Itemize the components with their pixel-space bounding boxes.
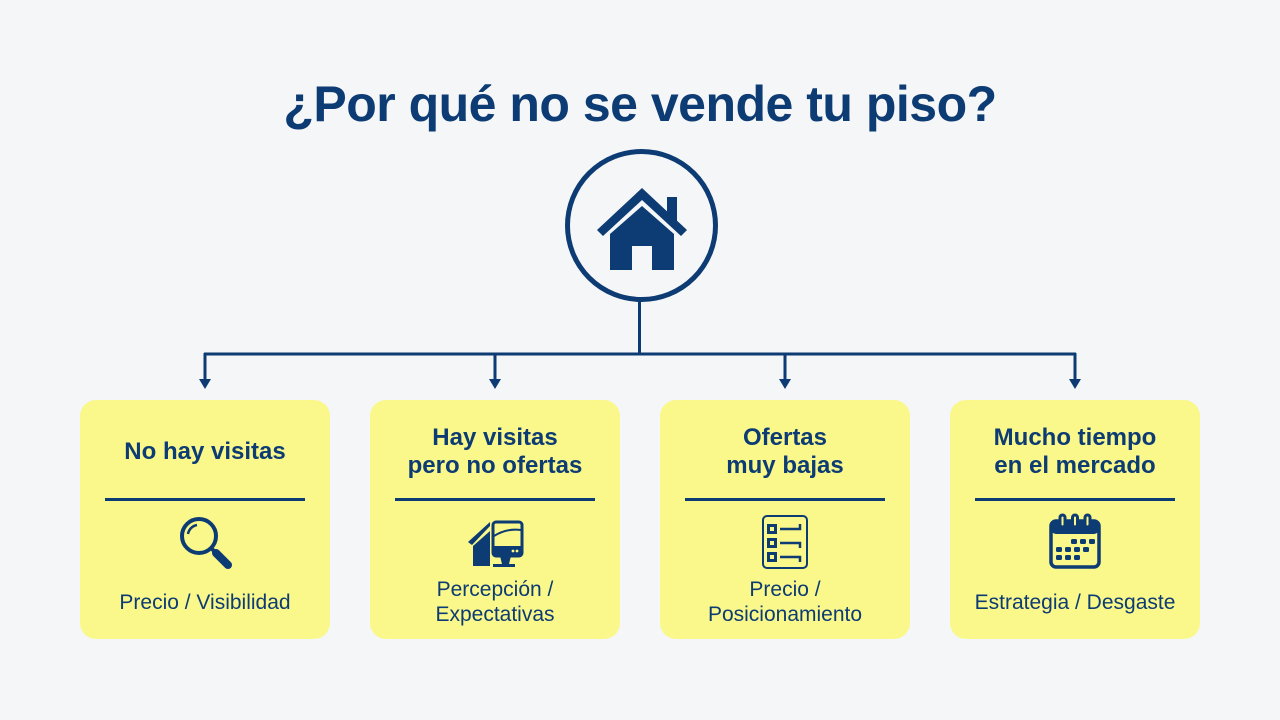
card-low-offers: Ofertas muy bajas Precio / Posicionamien… bbox=[660, 400, 910, 639]
card-no-visits: No hay visitas Precio / Visibilidad bbox=[80, 400, 330, 639]
divider bbox=[105, 498, 305, 501]
card-footer: Precio / Posicionamiento bbox=[707, 578, 863, 626]
card-footer: Precio / Visibilidad bbox=[119, 590, 291, 614]
card-visits-no-offers: Hay visitas pero no ofertas Percepción /… bbox=[370, 400, 620, 639]
card-heading: Hay visitas pero no ofertas bbox=[407, 424, 583, 479]
divider bbox=[395, 498, 595, 501]
house-monitor-icon bbox=[468, 520, 524, 567]
card-long-time-market: Mucho tiempo en el mercado Estrategia / … bbox=[950, 400, 1200, 639]
card-heading: Mucho tiempo en el mercado bbox=[993, 424, 1157, 479]
card-footer: Estrategia / Desgaste bbox=[974, 590, 1176, 614]
house-icon bbox=[597, 188, 687, 270]
page-title: ¿Por qué no se vende tu piso? bbox=[283, 76, 997, 132]
calendar-icon bbox=[1049, 513, 1101, 569]
divider bbox=[975, 498, 1175, 501]
card-heading: Ofertas muy bajas bbox=[726, 424, 844, 479]
checklist-icon bbox=[762, 515, 808, 569]
card-heading: No hay visitas bbox=[124, 438, 286, 465]
hub-circle bbox=[565, 149, 718, 302]
card-footer: Percepción / Expectativas bbox=[435, 578, 555, 626]
magnifier-icon bbox=[180, 517, 232, 569]
divider bbox=[685, 498, 885, 501]
